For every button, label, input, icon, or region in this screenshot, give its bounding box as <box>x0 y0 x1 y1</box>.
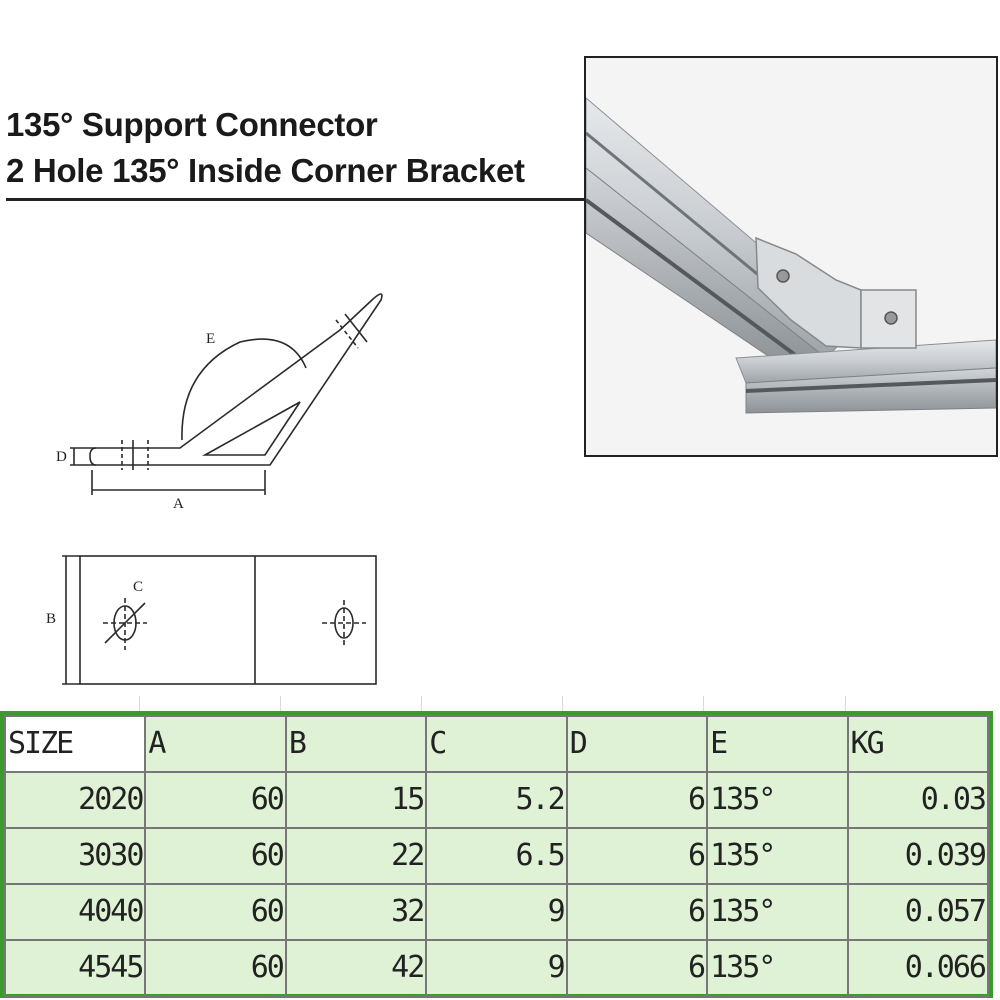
grid-line <box>139 696 140 712</box>
cell-a: 60 <box>144 771 287 829</box>
cell-c: 6.5 <box>425 827 568 885</box>
cell-kg: 0.057 <box>846 883 990 941</box>
cell-size: 3030 <box>3 827 147 885</box>
cell-d: 6 <box>565 827 709 885</box>
table-row: 3030 60 22 6.5 6 135° 0.039 <box>3 827 990 885</box>
spec-table: SIZE A B C D E KG 2020 60 15 5.2 6 135° … <box>3 715 990 997</box>
cell-kg: 0.03 <box>846 771 990 829</box>
cell-a: 60 <box>144 883 287 941</box>
label-a: A <box>173 496 184 512</box>
title-underline <box>6 198 586 201</box>
label-d: D <box>56 449 67 465</box>
label-b: B <box>46 611 57 627</box>
table-row: 4545 60 42 9 6 135° 0.066 <box>3 939 990 997</box>
technical-drawing <box>62 293 383 685</box>
title-line-1: 135° Support Connector <box>6 106 378 143</box>
cell-d: 6 <box>565 883 709 941</box>
header-size: SIZE <box>3 715 147 773</box>
grid-line <box>845 696 846 712</box>
table-header-row: SIZE A B C D E KG <box>3 715 990 773</box>
product-photo <box>584 56 998 457</box>
grid-line <box>703 696 704 712</box>
cell-c: 9 <box>425 883 568 941</box>
cell-a: 60 <box>144 939 287 997</box>
bracket-photo-illustration <box>586 58 996 455</box>
table-row: 4040 60 32 9 6 135° 0.057 <box>3 883 990 941</box>
cell-e: 135° <box>706 939 849 997</box>
cell-d: 6 <box>565 939 709 997</box>
cell-size: 4040 <box>3 883 147 941</box>
cell-d: 6 <box>565 771 709 829</box>
header-e: E <box>706 715 849 773</box>
cell-c: 9 <box>425 939 568 997</box>
label-e: E <box>206 331 216 347</box>
table-row: 2020 60 15 5.2 6 135° 0.03 <box>3 771 990 829</box>
cell-kg: 0.066 <box>846 939 990 997</box>
header-kg: KG <box>846 715 990 773</box>
grid-line <box>421 696 422 712</box>
title-line-2: 2 Hole 135° Inside Corner Bracket <box>6 152 525 189</box>
header-d: D <box>565 715 709 773</box>
cell-c: 5.2 <box>425 771 568 829</box>
cell-kg: 0.039 <box>846 827 990 885</box>
cell-size: 2020 <box>3 771 147 829</box>
label-c: C <box>133 579 144 595</box>
cell-size: 4545 <box>3 939 147 997</box>
cell-e: 135° <box>706 827 849 885</box>
grid-line <box>280 696 281 712</box>
header-b: B <box>284 715 428 773</box>
cell-e: 135° <box>706 883 849 941</box>
cell-e: 135° <box>706 771 849 829</box>
cell-b: 15 <box>284 771 428 829</box>
cell-b: 22 <box>284 827 428 885</box>
cell-b: 32 <box>284 883 428 941</box>
header-a: A <box>144 715 287 773</box>
grid-line <box>562 696 563 712</box>
spec-table-frame: SIZE A B C D E KG 2020 60 15 5.2 6 135° … <box>0 711 993 998</box>
cell-b: 42 <box>284 939 428 997</box>
cell-a: 60 <box>144 827 287 885</box>
header-c: C <box>425 715 568 773</box>
